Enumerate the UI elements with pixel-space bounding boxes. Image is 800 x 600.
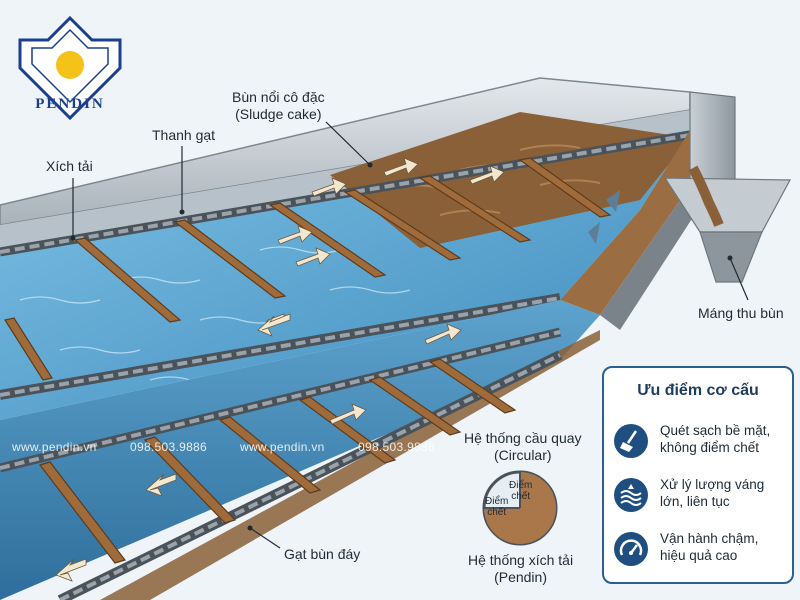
label-pendin-chain: Hệ thống xích tải (Pendin) <box>468 552 574 585</box>
broom-icon <box>614 424 648 458</box>
label-sludge-cake: Bùn nổi cô đặc (Sludge cake) <box>232 89 325 122</box>
watermark-phone-1: 098.503.9886 <box>130 440 208 454</box>
logo-wordmark: PENDIN <box>35 96 105 112</box>
sludge-ramp <box>560 130 715 315</box>
label-bottom-scraper: Gạt bùn đáy <box>284 546 361 562</box>
label-scraper-bar: Thanh gạt <box>152 127 216 143</box>
advantage-item: Quét sạch bề mặt, không điểm chết <box>614 422 790 466</box>
callout-lines <box>72 121 749 549</box>
label-circular: Hệ thống cầu quay (Circular) <box>464 430 582 463</box>
speedometer-icon <box>614 532 648 566</box>
label-hopper: Máng thu bùn <box>698 305 784 321</box>
flow-arrows-lower <box>55 323 462 582</box>
watermark-phone-2: 098.503.9886 <box>358 440 436 454</box>
return-arrow <box>257 313 291 337</box>
advantages-panel: Ưu điểm cơ cấu Quét sạch bề mặt, không đ… <box>602 366 794 584</box>
lower-flights <box>38 358 517 564</box>
dead-zone-label-1: Điểm chết <box>509 480 533 502</box>
comparison-dial <box>482 470 558 546</box>
label-chain: Xích tải <box>46 158 93 174</box>
advantage-item: Vận hành chậm, hiệu quả cao <box>614 530 790 574</box>
watermark-site-2: www.pendin.vn <box>240 440 325 454</box>
advantage-item: Xử lý lượng váng lớn, liên tục <box>614 476 790 520</box>
pendin-logo <box>18 15 122 121</box>
dead-zone-label-2: Điểm chết <box>485 496 509 518</box>
watermark-site-1: www.pendin.vn <box>12 440 97 454</box>
sun-icon <box>56 51 84 79</box>
upper-flights <box>4 157 612 381</box>
water-waves-icon <box>614 478 648 512</box>
advantages-title: Ưu điểm cơ cấu <box>637 382 759 399</box>
sludge-falling <box>688 165 724 227</box>
